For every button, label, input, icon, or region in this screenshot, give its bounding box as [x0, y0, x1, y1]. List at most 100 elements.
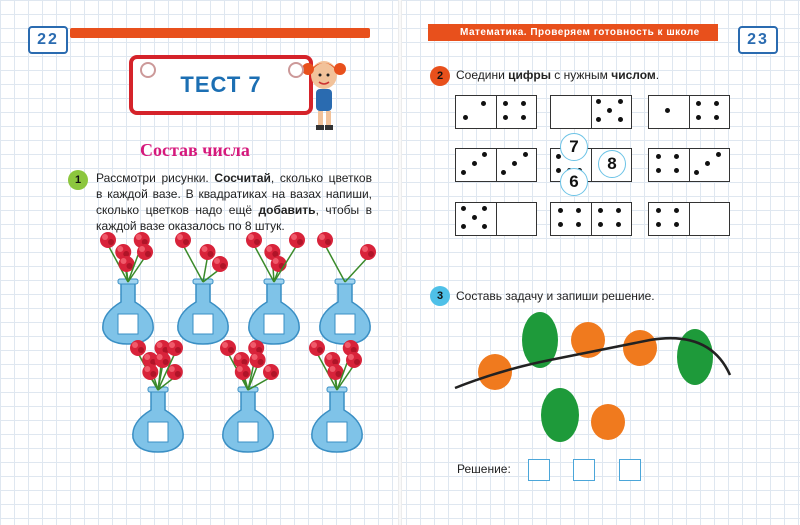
domino-dot — [555, 153, 561, 159]
green-shape — [541, 388, 579, 442]
flower-vase — [220, 340, 279, 453]
task-3-badge: 3 — [430, 286, 450, 306]
domino-dot — [673, 168, 679, 174]
hook-right-front — [288, 62, 304, 78]
flower-vase — [175, 232, 229, 345]
green-shape — [522, 312, 558, 368]
domino-dot — [503, 100, 508, 106]
domino-half — [456, 149, 497, 181]
domino-dot — [471, 161, 477, 166]
domino-card[interactable] — [455, 202, 537, 236]
domino-dot — [673, 207, 679, 213]
domino-dot — [575, 222, 581, 228]
task-2-badge: 2 — [430, 66, 450, 86]
domino-dot — [575, 207, 581, 213]
domino-half — [551, 96, 592, 128]
domino-card[interactable] — [550, 95, 632, 129]
domino-card[interactable] — [455, 148, 537, 182]
domino-dot — [512, 161, 517, 166]
domino-dot — [696, 100, 701, 106]
domino-half — [690, 96, 730, 128]
domino-dot — [460, 223, 466, 229]
number-circle-6: 6 — [560, 168, 588, 196]
domino-dot — [482, 152, 488, 158]
flower-vase — [317, 232, 376, 345]
domino-dot — [694, 169, 700, 175]
domino-dot — [705, 161, 710, 166]
orange-shape — [623, 330, 657, 366]
domino-dot — [557, 207, 563, 213]
green-shape — [677, 329, 713, 385]
domino-dot — [616, 222, 621, 228]
domino-dot — [617, 116, 623, 122]
domino-dot — [607, 108, 612, 113]
task-1-badge: 1 — [68, 170, 88, 190]
domino-dot — [503, 115, 508, 121]
task-1-text: Рассмотри рисунки. Сосчитай, сколько цве… — [96, 171, 372, 233]
domino-dot — [655, 222, 661, 228]
domino-dot — [655, 207, 661, 213]
domino-half — [690, 203, 730, 235]
solution-box-2[interactable] — [573, 459, 595, 481]
domino-card[interactable] — [455, 95, 537, 129]
solution-box-1[interactable] — [528, 459, 550, 481]
task-2-text: Соедини цифры с нужным числом. — [456, 68, 660, 82]
test-title-box: ТЕСТ 7 — [129, 55, 313, 115]
girl-mascot-icon — [302, 61, 346, 130]
domino-dot — [521, 100, 526, 106]
dividing-line — [454, 336, 732, 390]
flower-vase — [246, 232, 305, 345]
left-pencil-bar — [70, 28, 370, 38]
domino-half — [551, 203, 592, 235]
flower-vase — [130, 340, 184, 453]
domino-dot — [598, 207, 603, 213]
domino-dot — [521, 115, 526, 121]
domino-card[interactable] — [648, 202, 730, 236]
domino-half — [497, 203, 537, 235]
domino-dot — [598, 222, 603, 228]
domino-dot — [482, 206, 488, 212]
domino-dot — [482, 223, 488, 229]
left-page-number: 22 — [28, 26, 68, 54]
domino-dot — [714, 115, 719, 121]
orange-shape — [571, 322, 605, 358]
flower-vase — [309, 340, 363, 453]
domino-dot — [715, 152, 721, 158]
orange-shape — [478, 354, 512, 390]
domino-half — [456, 96, 497, 128]
domino-half — [497, 149, 537, 181]
domino-dot — [555, 168, 561, 174]
domino-dot — [462, 115, 468, 121]
domino-dot — [596, 116, 602, 122]
orange-shape — [591, 404, 625, 440]
solution-box-3[interactable] — [619, 459, 641, 481]
domino-half — [649, 96, 690, 128]
task-3-text: Составь задачу и запиши решение. — [456, 289, 655, 303]
domino-half — [649, 203, 690, 235]
domino-dot — [596, 99, 602, 105]
domino-half — [592, 203, 632, 235]
domino-dot — [714, 100, 719, 106]
domino-dot — [480, 100, 486, 106]
domino-dot — [557, 222, 563, 228]
domino-dot — [673, 153, 679, 159]
domino-dot — [501, 169, 507, 175]
domino-dot — [460, 169, 466, 175]
shapes-illustration — [454, 312, 732, 442]
domino-dot — [522, 152, 528, 158]
number-circle-8: 8 — [598, 150, 626, 178]
domino-half — [690, 149, 730, 181]
domino-dot — [655, 168, 661, 174]
solution-label: Решение: — [457, 462, 511, 476]
domino-dot — [471, 215, 477, 220]
domino-card[interactable] — [648, 148, 730, 182]
domino-card[interactable] — [648, 95, 730, 129]
domino-dot — [673, 222, 679, 228]
domino-half — [592, 96, 632, 128]
domino-half — [649, 149, 690, 181]
domino-dot — [460, 206, 466, 212]
domino-card[interactable] — [550, 202, 632, 236]
book-spine — [398, 0, 402, 525]
domino-dot — [617, 99, 623, 105]
